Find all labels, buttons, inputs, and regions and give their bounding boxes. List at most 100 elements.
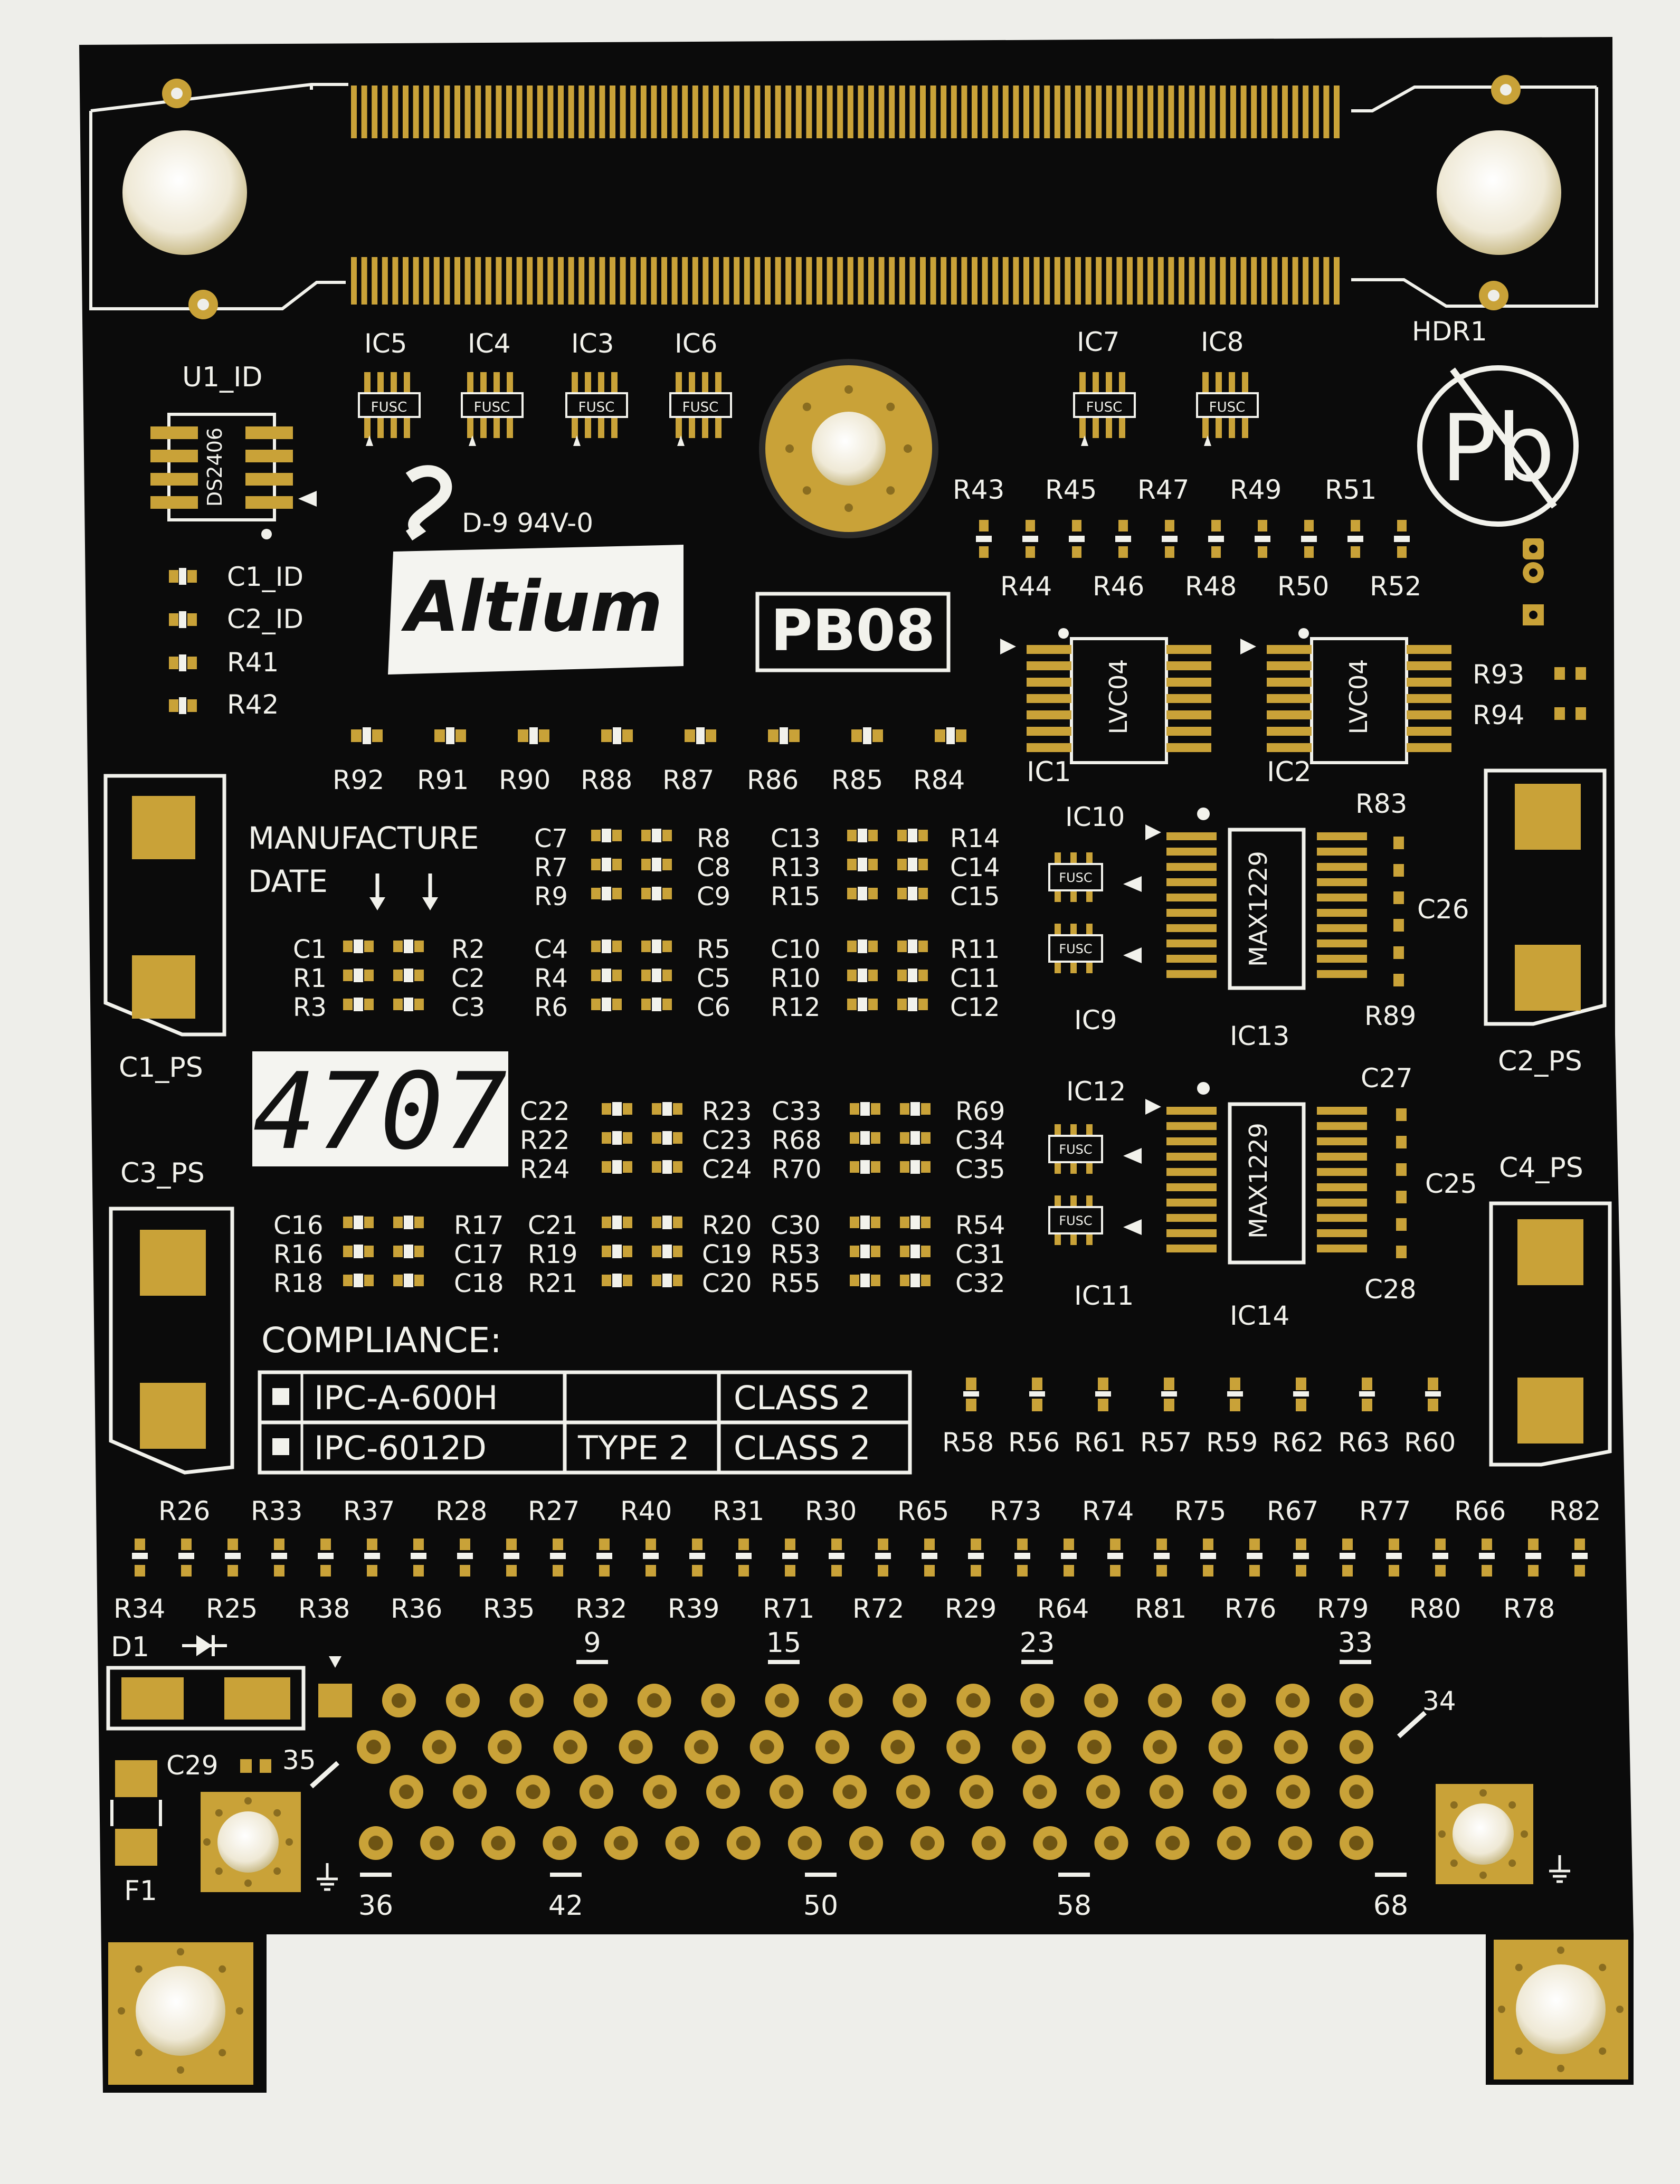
connector-pin-hole bbox=[1042, 1836, 1058, 1850]
connector-pin-hole bbox=[969, 1784, 984, 1799]
connector-finger bbox=[413, 86, 419, 138]
smd-pad bbox=[1304, 546, 1314, 558]
ic-pin bbox=[676, 372, 682, 393]
resistor-row-lower bbox=[963, 1378, 1441, 1411]
smd-pad bbox=[641, 859, 651, 870]
smd-body bbox=[1255, 536, 1270, 542]
via bbox=[1498, 2006, 1505, 2013]
pin1-marker-icon bbox=[1123, 876, 1142, 892]
smd-pad bbox=[135, 1565, 145, 1577]
connector-finger bbox=[1240, 257, 1247, 305]
smd-pad bbox=[1156, 1565, 1167, 1577]
smd-body bbox=[829, 1553, 844, 1559]
connector-finger bbox=[1261, 257, 1267, 305]
block-a-right-0: R8 bbox=[697, 824, 730, 853]
connector-finger bbox=[827, 86, 833, 138]
connector-finger bbox=[1137, 86, 1143, 138]
connector-finger bbox=[1044, 257, 1050, 305]
smd-pad bbox=[602, 1132, 611, 1144]
ic-pin bbox=[1317, 1168, 1367, 1176]
smd-body bbox=[662, 1216, 672, 1229]
connector-pin-hole bbox=[824, 1740, 840, 1754]
r80-label: R80 bbox=[1409, 1593, 1461, 1624]
block-d-left-0: C4 bbox=[534, 935, 568, 964]
block-a-left-0: C7 bbox=[534, 824, 568, 853]
connector-pin-hole bbox=[1218, 1740, 1233, 1754]
smd-body bbox=[1572, 1553, 1588, 1559]
via bbox=[844, 385, 853, 394]
via bbox=[177, 1948, 184, 1955]
smd-body bbox=[1247, 1553, 1263, 1559]
smd-pad bbox=[652, 1103, 661, 1115]
smd-body bbox=[652, 887, 661, 900]
smd-pad bbox=[1296, 1539, 1306, 1550]
pin1-marker-icon bbox=[573, 435, 581, 446]
ic-pin bbox=[1267, 645, 1312, 654]
smd-body bbox=[363, 727, 371, 744]
ic1-label: IC1 bbox=[1027, 756, 1071, 788]
connector-finger bbox=[1271, 257, 1278, 305]
ic-pin bbox=[1216, 372, 1222, 393]
smd-pad bbox=[414, 970, 424, 981]
via bbox=[1599, 2047, 1607, 2055]
ic-pin bbox=[1119, 372, 1125, 393]
connector-finger bbox=[506, 257, 512, 305]
smd-body bbox=[662, 1274, 672, 1287]
ic-pin bbox=[689, 372, 695, 393]
ds2406-label: DS2406 bbox=[203, 428, 226, 507]
connector-finger bbox=[1075, 257, 1081, 305]
connector-finger bbox=[1230, 86, 1236, 138]
smd-pad bbox=[343, 1275, 353, 1286]
smd-body bbox=[922, 1553, 937, 1559]
smd-pad bbox=[868, 830, 878, 841]
connector-finger bbox=[972, 257, 977, 305]
block-e-right-2: C12 bbox=[950, 993, 1000, 1022]
compliance-row2-standard: IPC-6012D bbox=[314, 1429, 487, 1467]
smd-pad bbox=[455, 729, 466, 742]
connector-pin-hole bbox=[1285, 1693, 1301, 1708]
pin-marker-line bbox=[576, 1660, 608, 1664]
smd-pad bbox=[367, 1565, 377, 1577]
ic2-part-label: LVC04 bbox=[1344, 659, 1373, 735]
smd-pad bbox=[1118, 520, 1128, 531]
ic-pin bbox=[1070, 962, 1077, 973]
smd-pad bbox=[785, 1539, 795, 1550]
connector-finger bbox=[496, 86, 502, 138]
via bbox=[1438, 1830, 1446, 1838]
connector-finger bbox=[1096, 86, 1102, 138]
smd-pad bbox=[871, 1275, 880, 1286]
block-b-right-1: C14 bbox=[950, 853, 1000, 882]
smd-pad bbox=[871, 1217, 880, 1228]
r50-label: R50 bbox=[1277, 571, 1329, 602]
ic-pin bbox=[1166, 710, 1211, 719]
ic11-label: IC11 bbox=[1074, 1280, 1134, 1311]
connector-pin-square bbox=[318, 1684, 352, 1717]
mounting-hole-left bbox=[122, 130, 247, 255]
block-a-left-2: R9 bbox=[534, 882, 568, 911]
connector-pin-hole bbox=[628, 1740, 643, 1754]
connector-finger bbox=[837, 257, 843, 305]
block-e-left-2: R12 bbox=[771, 993, 820, 1022]
smd-pad bbox=[979, 520, 989, 531]
r58-label: R58 bbox=[942, 1427, 994, 1458]
smd-body bbox=[404, 1274, 413, 1287]
connector-finger bbox=[806, 257, 812, 305]
smd-body bbox=[596, 1553, 612, 1559]
ic-pin bbox=[1202, 372, 1209, 393]
smd-pad bbox=[897, 941, 907, 952]
smd-pad bbox=[187, 657, 197, 669]
connector-finger bbox=[372, 257, 378, 305]
smd-pad bbox=[1554, 667, 1565, 680]
edge-connector bbox=[351, 86, 1340, 305]
pad-block-c3-ps bbox=[109, 1207, 234, 1475]
smd-pad bbox=[539, 729, 549, 742]
connector-finger bbox=[817, 86, 822, 138]
smd-pad bbox=[1528, 1539, 1539, 1550]
ic-outline bbox=[1048, 863, 1103, 891]
smd-pad bbox=[1110, 1539, 1121, 1550]
ic-pin bbox=[1086, 1195, 1093, 1207]
smd-pad bbox=[918, 970, 928, 981]
smd-pad bbox=[900, 1217, 909, 1228]
smd-pad bbox=[872, 729, 883, 742]
